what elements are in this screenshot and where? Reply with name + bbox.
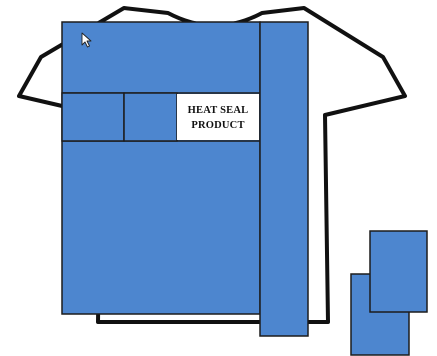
- heat-seal-label-line2: PRODUCT: [191, 120, 244, 131]
- vertical-strip-panel: [260, 22, 308, 336]
- chest-section-middle: [124, 93, 177, 141]
- chest-section-left: [62, 93, 124, 141]
- heat-seal-label-box: [177, 94, 259, 140]
- heat-seal-label-line1: HEAT SEAL: [188, 105, 249, 116]
- front-panel: [62, 22, 260, 314]
- small-panel-front: [370, 231, 427, 312]
